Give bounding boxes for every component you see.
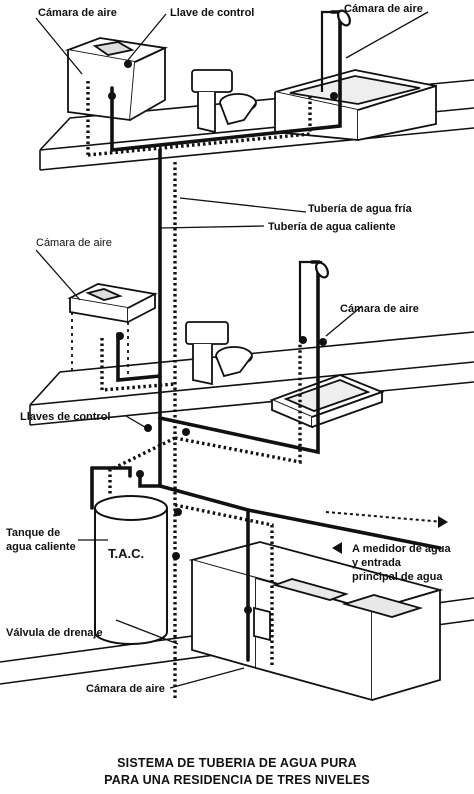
- leader-lines: [35, 11, 429, 689]
- label-llaves-control-mid: Llaves de control: [20, 411, 110, 423]
- label-medidor-line1: A medidor de agua: [352, 543, 451, 555]
- caption-line2: PARA UNA RESIDENCIA DE TRES NIVELES: [104, 773, 370, 787]
- caption-line1: SISTEMA DE TUBERIA DE AGUA PURA: [117, 756, 357, 770]
- label-tanque-line1: Tanque de: [6, 527, 60, 539]
- label-llave-control-top: Llave de control: [170, 7, 254, 19]
- shower-heads: [298, 9, 351, 342]
- label-tuberia-agua-fria: Tubería de agua fría: [308, 203, 413, 215]
- shower-tray-mid: [269, 374, 385, 429]
- label-medidor-line2: y entrada: [352, 557, 402, 569]
- label-camara-aire-top-right: Cámara de aire: [344, 3, 423, 15]
- toilet-top: [191, 69, 257, 134]
- label-tanque-line2: agua caliente: [6, 541, 76, 553]
- label-camara-aire-mid-right: Cámara de aire: [340, 303, 419, 315]
- meter-direction-arrow: [325, 511, 445, 523]
- label-tuberia-agua-caliente: Tubería de agua caliente: [268, 221, 396, 233]
- label-medidor-line3: principal de agua: [352, 571, 443, 583]
- label-valvula-drenaje: Válvula de drenaje: [6, 627, 103, 639]
- hot-water-pipes: [86, 80, 312, 700]
- water-heater: [94, 495, 168, 645]
- label-tac: T.A.C.: [108, 546, 144, 561]
- laundry-counter: [188, 541, 444, 702]
- toilet-mid: [185, 321, 253, 386]
- label-camara-aire-top-left: Cámara de aire: [38, 7, 117, 19]
- sink-mid: [67, 283, 158, 378]
- arrow-head: [332, 516, 448, 554]
- sink-top: [64, 37, 169, 122]
- label-camara-aire-mid-left: Cámara de aire: [36, 237, 112, 249]
- label-camara-aire-bottom: Cámara de aire: [86, 683, 165, 695]
